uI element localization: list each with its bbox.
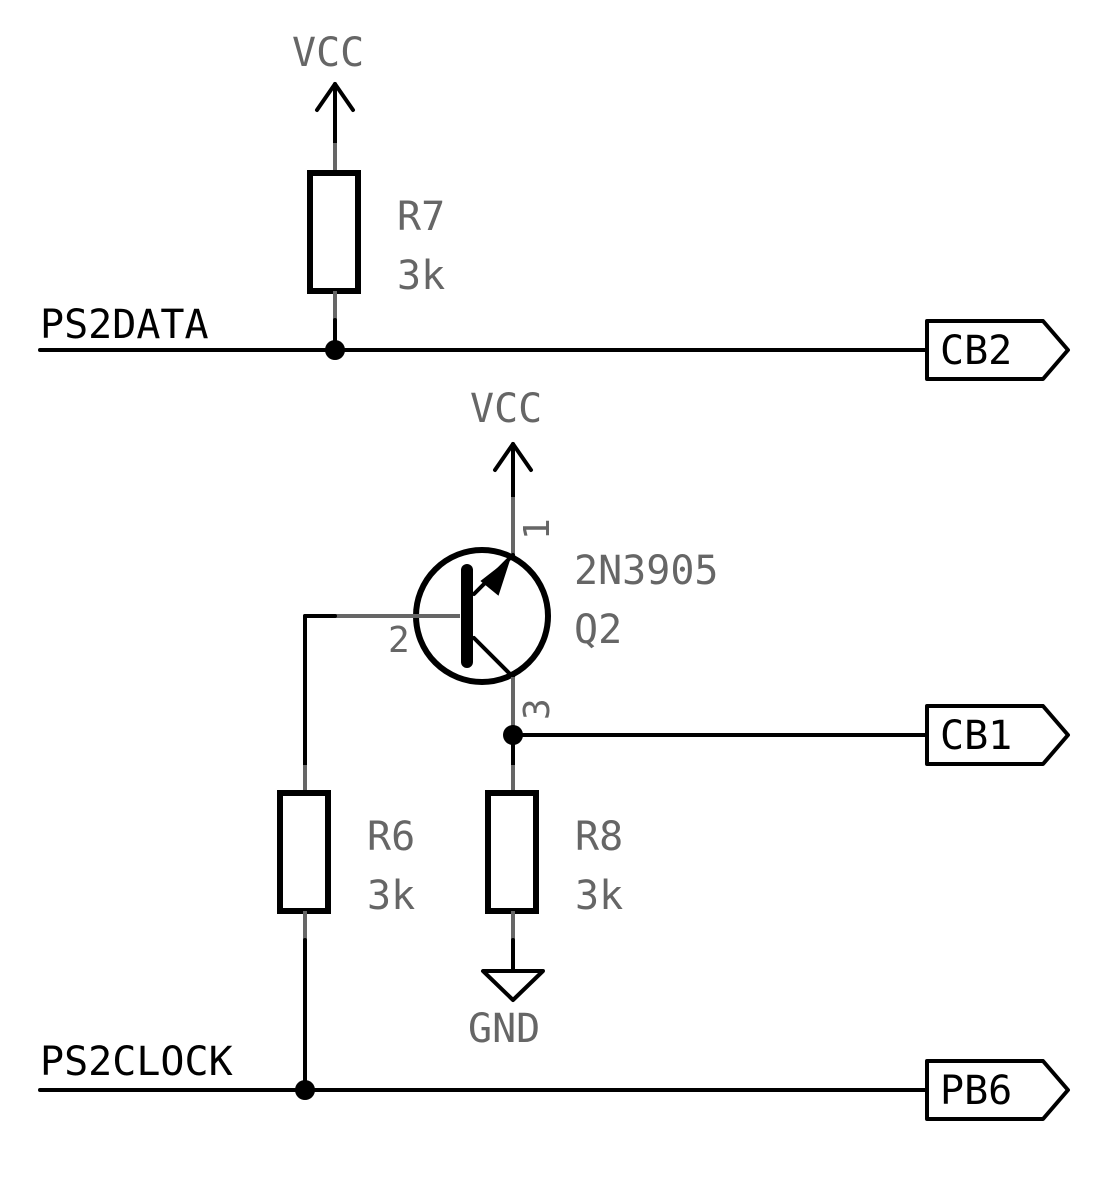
r7-ref: R7 <box>397 194 445 240</box>
gnd-label: GND <box>468 1006 540 1052</box>
hier-label-cb1[interactable]: CB1 <box>925 704 1070 766</box>
net-cb1[interactable] <box>503 725 929 767</box>
r8-ref: R8 <box>575 814 623 860</box>
resistor-r8[interactable]: R8 3k <box>485 765 623 940</box>
resistor-r7-body[interactable] <box>307 170 361 294</box>
q2-ref: Q2 <box>574 607 622 653</box>
vcc-label-top: VCC <box>292 30 364 76</box>
resistor-r6-body[interactable] <box>277 790 331 914</box>
hier-label-pb6-shape <box>925 1059 1070 1121</box>
hier-label-cb2[interactable]: CB2 <box>925 319 1070 381</box>
junction-r7 <box>325 340 345 360</box>
net-ps2clock[interactable]: PS2CLOCK <box>38 938 929 1100</box>
vcc-label-transistor: VCC <box>470 386 542 432</box>
gnd-symbol: GND <box>468 938 545 1052</box>
ps2clock-label: PS2CLOCK <box>40 1039 233 1085</box>
q2-pin-emitter: 1 <box>517 518 558 540</box>
cb2-label: CB2 <box>940 328 1012 374</box>
q2-pin-base: 2 <box>388 620 410 661</box>
r8-value: 3k <box>575 873 623 919</box>
ground-icon <box>481 969 545 1002</box>
pb6-label: PB6 <box>940 1068 1012 1114</box>
vcc-symbol-top: VCC <box>292 30 364 172</box>
r6-value: 3k <box>367 873 415 919</box>
vcc-symbol-transistor: VCC <box>470 386 542 560</box>
transistor-q2[interactable]: 1 2 3 2N3905 Q2 <box>335 518 719 735</box>
ps2data-label: PS2DATA <box>40 302 209 348</box>
r7-value: 3k <box>397 253 445 299</box>
resistor-r6[interactable]: R6 3k <box>277 765 415 940</box>
hier-label-cb1-shape <box>925 704 1070 766</box>
hier-label-pb6[interactable]: PB6 <box>925 1059 1070 1121</box>
q2-value: 2N3905 <box>574 548 719 594</box>
resistor-r7[interactable]: R7 3k <box>307 170 445 352</box>
resistor-r8-body[interactable] <box>485 790 539 914</box>
hier-label-cb2-shape <box>925 319 1070 381</box>
junction-r6 <box>295 1080 315 1100</box>
emitter-arrow-icon <box>480 557 511 596</box>
cb1-label: CB1 <box>940 713 1012 759</box>
net-ps2data[interactable]: PS2DATA <box>38 302 929 360</box>
net-base[interactable] <box>303 614 337 767</box>
r6-ref: R6 <box>367 814 415 860</box>
q2-pin-collector: 3 <box>517 698 558 720</box>
